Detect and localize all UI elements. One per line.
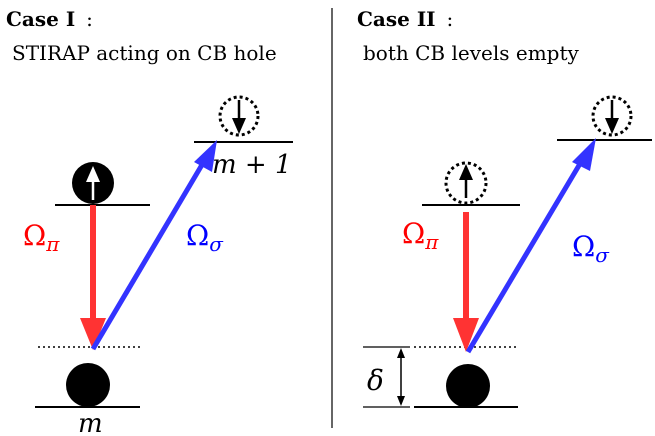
omega-pi-label: Ωπ — [23, 219, 60, 256]
spin-down-empty-icon — [218, 95, 260, 137]
omega-sigma-arrow — [90, 140, 217, 351]
detuning-label: δ — [367, 364, 384, 397]
case-i-subtitle: STIRAP acting on CB hole — [12, 41, 277, 65]
detuning-indicator — [363, 346, 410, 408]
case-i-title: Case I : — [6, 7, 93, 31]
electron-icon — [446, 364, 490, 408]
spin-up-empty-icon — [444, 161, 488, 205]
level-label-m-plus-1: m + 1 — [212, 150, 292, 180]
case-ii-title: Case II : — [357, 7, 453, 31]
level-label-m: m — [78, 409, 103, 436]
omega-sigma-label: Ωσ — [186, 219, 224, 256]
omega-pi-label: Ωπ — [402, 217, 439, 254]
omega-sigma-arrow — [465, 138, 596, 354]
spin-up-filled-icon — [72, 162, 114, 204]
case-ii-subtitle: both CB levels empty — [363, 41, 580, 65]
omega-sigma-label: Ωσ — [572, 230, 610, 267]
spin-down-empty-icon — [591, 95, 633, 137]
case-i-panel: Case I : STIRAP acting on CB hole m + 1 … — [6, 7, 293, 436]
omega-pi-arrow — [453, 212, 479, 352]
omega-pi-arrow — [80, 205, 106, 350]
case-ii-panel: Case II : both CB levels empty — [357, 7, 652, 408]
electron-icon — [66, 363, 110, 407]
